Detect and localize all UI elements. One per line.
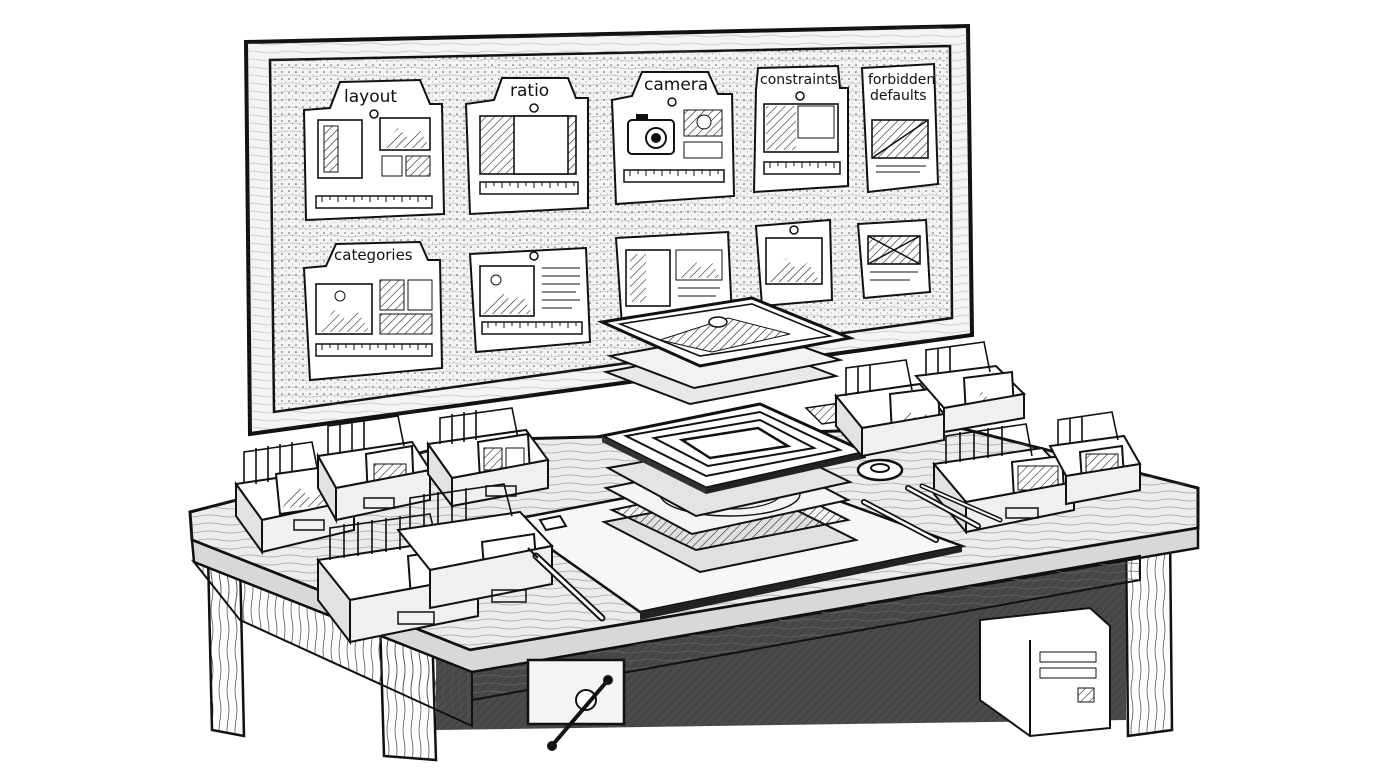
card-forbidden-defaults: forbidden defaults [860, 62, 940, 194]
eraser [538, 514, 568, 532]
card-row2-5 [856, 218, 932, 300]
box-right-2 [914, 341, 1027, 434]
pencil-1 [861, 499, 939, 543]
card-layout: layout [302, 78, 446, 222]
card-label-camera: camera [644, 75, 708, 95]
card-ratio: ratio [464, 77, 589, 216]
card-row2-2 [468, 246, 592, 354]
box-front-2 [396, 483, 554, 610]
card-label-forbidden-2: defaults [870, 88, 927, 104]
vise [526, 658, 626, 751]
card-label-categories: categories [334, 246, 413, 264]
card-label-forbidden-1: forbidden [868, 72, 935, 88]
card-label-layout: layout [344, 87, 397, 107]
card-constraints: constraints [752, 64, 849, 194]
card-camera: camera [610, 71, 736, 206]
layer-stack [596, 296, 892, 574]
box-left-3 [426, 407, 550, 509]
card-row2-3 [614, 230, 734, 328]
box-right-4 [1048, 411, 1142, 506]
card-categories: categories [302, 240, 444, 382]
box-right-1 [834, 359, 946, 459]
pencil-2 [905, 483, 1003, 529]
computer-tower [979, 606, 1111, 738]
tape-roll [856, 458, 904, 482]
craft-knife [527, 547, 606, 622]
card-row2-4 [754, 218, 834, 308]
card-label-constraints: constraints [760, 72, 838, 88]
card-label-ratio: ratio [510, 81, 549, 101]
box-left-2 [316, 415, 432, 524]
